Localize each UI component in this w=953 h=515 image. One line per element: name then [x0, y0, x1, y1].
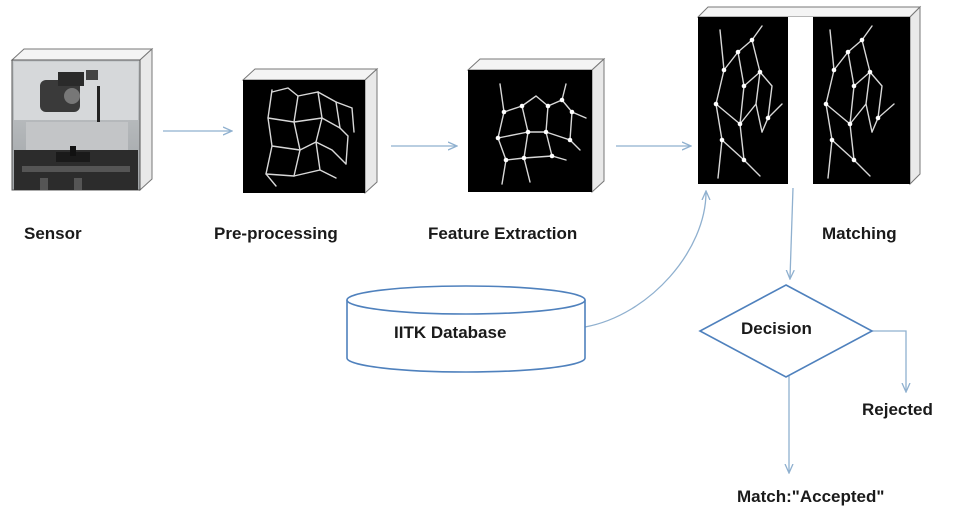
feature-extraction-label: Feature Extraction [428, 224, 578, 243]
arrows [163, 131, 906, 472]
matching-cube [696, 5, 922, 186]
sensor-cube [10, 47, 154, 192]
matching-label: Matching [822, 224, 897, 243]
sensor-label: Sensor [24, 224, 82, 243]
arrow-decision-to-rejected [869, 330, 906, 391]
preprocessing-cube [241, 67, 379, 195]
feature-extraction-cube [466, 57, 606, 194]
matching-veins-icon [713, 25, 895, 179]
accepted-label: Match:"Accepted" [737, 487, 885, 506]
preprocessing-label: Pre-processing [214, 224, 338, 243]
sensor-device-icon [14, 62, 138, 190]
database-label: IITK Database [394, 323, 507, 342]
rejected-label: Rejected [862, 400, 933, 419]
arrow-matching-to-decision [790, 187, 793, 278]
arrow-database-to-matching [584, 192, 706, 328]
decision-diamond [698, 284, 874, 378]
decision-label: Decision [741, 319, 812, 338]
preprocessed-vein-icon [265, 87, 355, 187]
database-cylinder [346, 285, 586, 373]
extracted-features-icon [495, 83, 587, 185]
